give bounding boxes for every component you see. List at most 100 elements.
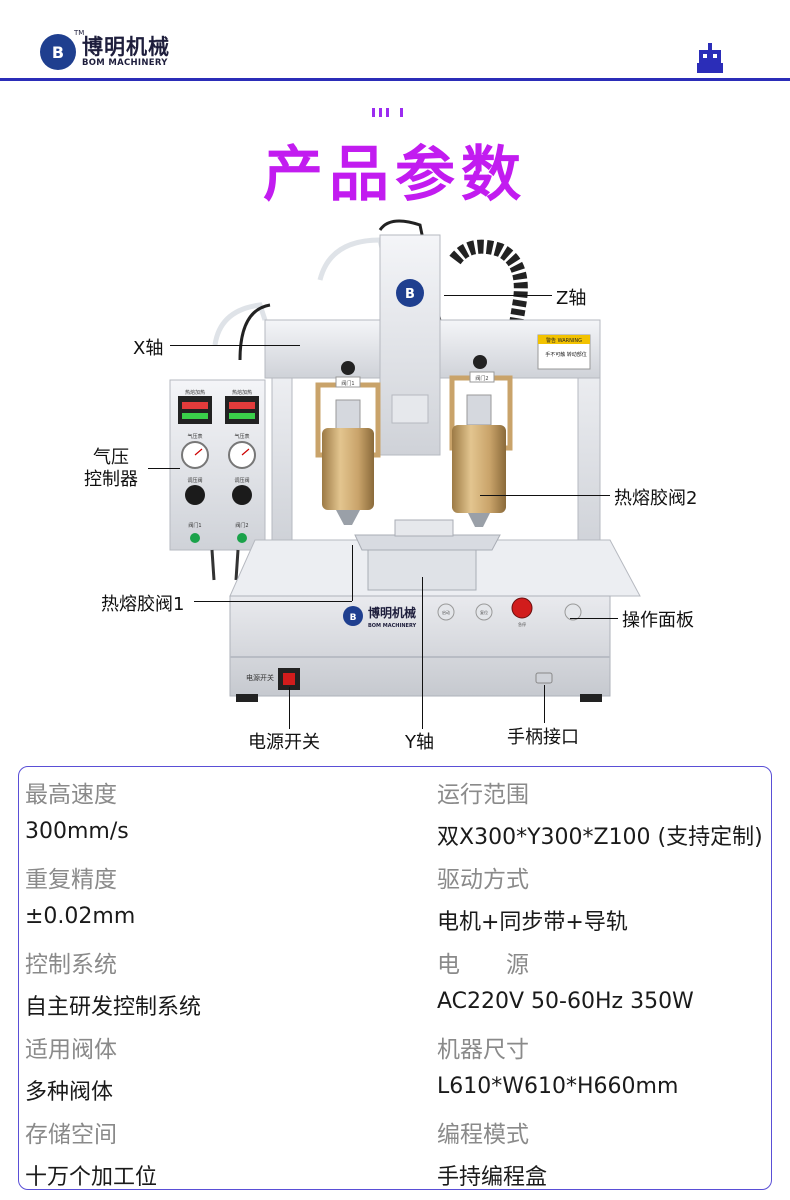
machine-diagram: 警告 WARNING 手不可触 转动部位 B 阀门1 阀门2 热熔加热 热熔加热 [0,215,790,760]
power-switch-label: 电源开关 [246,673,274,682]
spec-power-supply: 电 源 AC220V 50-60Hz 350W [437,945,694,1014]
callout-vline-power-switch [289,687,290,729]
callout-z-axis: Z轴 [556,288,587,309]
header-divider [0,78,790,81]
base-seam [230,656,610,658]
y-axis-plate [394,519,454,537]
valve-tag-1 [335,376,361,388]
controller-button-label-2: 阀门2 [235,522,248,529]
callout-vline-valve-1 [352,545,353,601]
base-brand-en: BOM MACHINERY [368,623,417,629]
controller-button-label-1: 阀门1 [188,522,201,529]
temp-display-2-green [229,413,255,419]
spec-label: 驱动方式 [437,867,529,893]
controller-gauge-label-1: 气压表 [187,433,202,440]
temp-display-1-red [182,402,208,409]
signal-cable [378,219,447,346]
spec-max-speed: 最高速度 300mm/s [25,775,129,844]
header-bar: B TM 博明机械 BOM MACHINERY [0,0,790,81]
spec-drive-mode: 驱动方式 电机+同步带+导轨 [437,860,628,936]
valve-fitting-2 [466,394,492,426]
title-dot [379,108,382,117]
regulator-knob-2 [232,485,252,505]
valve-knob-2 [473,355,487,369]
title-decoration [372,108,403,117]
panel-button-reset-label: 复位 [480,609,488,615]
callout-vline-handle-port [544,685,545,723]
temp-display-2 [225,396,259,424]
valve-button-1 [190,533,200,543]
spec-value: 手持编程盒 [437,1165,548,1190]
gauge-needle-1 [194,448,203,456]
callout-hot-melt-valve-2: 热熔胶阀2 [614,488,698,509]
logo-mark-icon: B [40,34,76,70]
warning-text: 警告 WARNING [546,337,582,344]
foot-right [580,694,602,702]
valve-nozzle-2 [468,513,490,527]
spec-label: 存储空间 [25,1122,117,1148]
valve-tag-2-text: 阀门2 [475,375,488,382]
controller-valve-label-1: 调压阀 [187,477,202,484]
valve-button-2 [237,533,247,543]
spec-travel-range: 运行范围 双X300*Y300*Z100 (支持定制) [437,775,763,851]
power-switch-rocker [283,673,295,685]
callout-air-controller-line1: 气压 [93,447,129,468]
cable-chain [449,239,528,332]
spec-label: 机器尺寸 [437,1037,529,1063]
base-brand-cn: 博明机械 [368,605,416,620]
controller-temp-label-2: 热熔加热 [232,389,252,396]
panel-button-reset [475,603,493,621]
controller-temp-label-1: 热熔加热 [185,389,205,396]
spec-repeatability: 重复精度 ±0.02mm [25,860,135,929]
temp-display-1-green [182,413,208,419]
controller-valve-label-2: 调压阀 [234,477,249,484]
spec-value: 多种阀体 [25,1080,114,1105]
valve-knob-1 [341,361,355,375]
z-axis-window [391,394,429,424]
callout-line-valve-1 [194,601,352,602]
base-logo-mark [343,606,363,626]
spec-value: ±0.02mm [25,904,136,929]
page-title: 产品参数 [263,140,527,210]
foot-left [236,694,258,702]
title-dot [386,108,389,117]
warning-subtext: 手不可触 转动部位 [545,351,587,358]
callout-air-controller: 气压 控制器 [84,447,138,491]
hot-melt-valve-1 [322,428,374,510]
spec-label: 运行范围 [437,782,529,808]
callout-line-valve-2 [480,495,610,496]
emergency-stop-button [511,597,533,619]
regulator-knob-1 [185,485,205,505]
specs-panel: 最高速度 300mm/s 运行范围 双X300*Y300*Z100 (支持定制)… [18,766,772,1190]
emergency-stop-label: 急停 [518,621,526,627]
spec-value: L610*W610*H660mm [437,1074,679,1099]
spec-label: 控制系统 [25,952,117,978]
panel-button-4 [564,603,582,621]
brand-logo[interactable]: B TM 博明机械 BOM MACHINERY [40,29,170,70]
spec-control-system: 控制系统 自主研发控制系统 [25,945,201,1021]
temp-display-2-red [229,402,255,409]
temp-display-1 [178,396,212,424]
spec-value: 300mm/s [25,819,129,844]
controller-gauge-label-2: 气压表 [234,433,249,440]
air-hose [317,237,403,321]
brand-name-en: BOM MACHINERY [82,58,168,68]
callout-operation-panel: 操作面板 [622,610,694,631]
callout-hot-melt-valve-1: 热熔胶阀1 [101,594,185,615]
valve-fitting-1 [335,399,361,431]
valve-tag-1-text: 阀门1 [341,380,354,387]
spec-value: 双X300*Y300*Z100 (支持定制) [437,825,763,850]
air-hose [212,302,268,346]
spec-label: 重复精度 [25,867,117,893]
robot-icon[interactable] [697,43,723,75]
callout-line-x-axis [170,345,300,346]
panel-button-start [437,603,455,621]
logo-mark-letter: B [51,42,65,62]
valve-tag-2 [469,371,495,383]
spec-value: AC220V 50-60Hz 350W [437,989,694,1014]
spec-label: 适用阀体 [25,1037,117,1063]
spec-value: 电机+同步带+导轨 [437,910,628,935]
callout-line-z-axis [444,295,552,296]
z-axis-logo [396,279,424,307]
callout-handle-port: 手柄接口 [507,727,579,748]
